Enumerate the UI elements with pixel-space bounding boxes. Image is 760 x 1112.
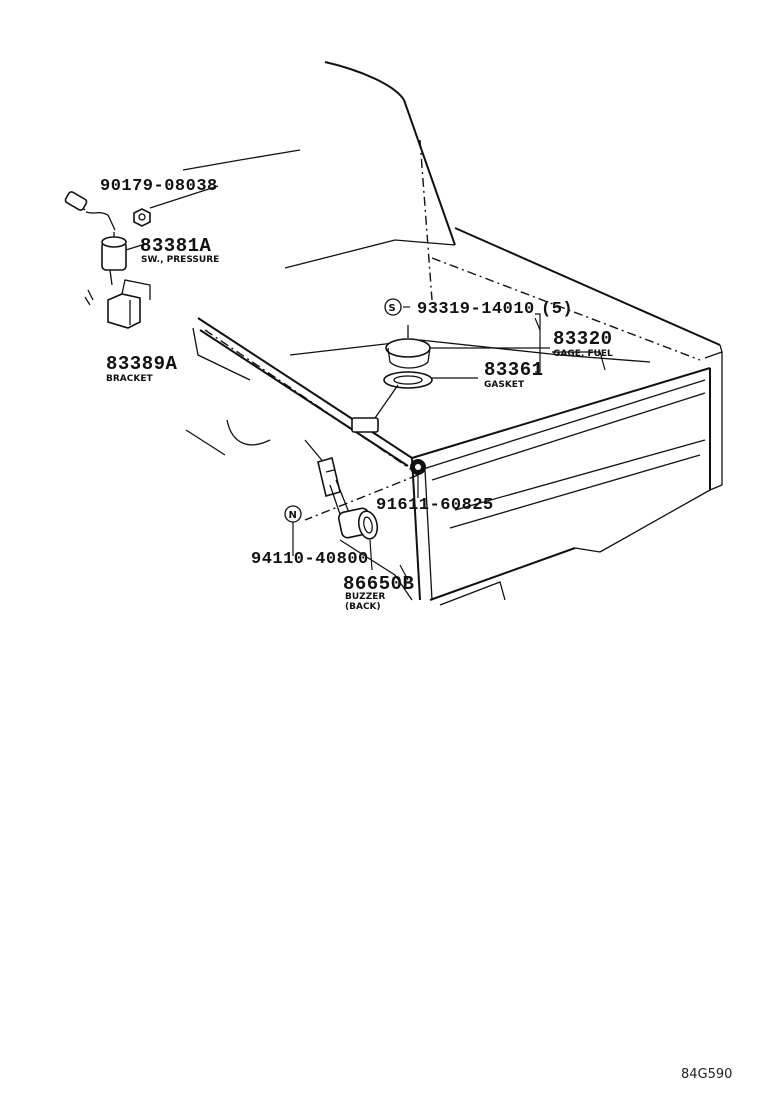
part-number-clip: 91611-60825 — [376, 496, 494, 515]
part-number-buzzer: 86650B — [343, 573, 414, 595]
part-number-buzzer-nut: 94110-40800 — [251, 550, 369, 569]
part-number-bracket: 83389A — [106, 353, 178, 375]
diagram-code: 84G590 — [681, 1067, 732, 1082]
screw-symbol: S — [384, 298, 402, 316]
clip-dash-line — [304, 474, 419, 521]
description-buzzer-line2: (BACK) — [345, 602, 381, 612]
bracket-drawing — [84, 279, 151, 329]
part-number-pressure-switch: 83381A — [140, 235, 212, 257]
hex-nut-icon — [133, 208, 151, 227]
description-gage-fuel: GAGE, FUEL — [553, 349, 613, 359]
buzzer-drawing — [317, 457, 379, 540]
fuel-gage-drawing — [351, 325, 433, 433]
description-bracket: BRACKET — [106, 374, 153, 384]
description-pressure-switch: SW., PRESSURE — [141, 255, 219, 265]
part-number-screw: 93319-14010 — [417, 300, 535, 319]
part-number-gasket: 83361 — [484, 359, 544, 381]
description-buzzer-line1: BUZZER — [345, 592, 385, 602]
vehicle-body-outline — [182, 61, 723, 606]
screw-symbol-letter: S — [389, 303, 396, 314]
quantity-screw: (5) — [541, 300, 573, 319]
grommet-clip-icon — [410, 459, 426, 475]
buzzer-nut-symbol: N — [284, 505, 302, 523]
description-gasket: GASKET — [484, 380, 525, 390]
buzzer-nut-symbol-letter: N — [289, 510, 297, 521]
pressure-switch-drawing — [64, 191, 127, 286]
part-number-nut: 90179-08038 — [100, 177, 218, 196]
leader-lines — [125, 185, 606, 581]
part-number-gage-fuel: 83320 — [553, 328, 613, 350]
